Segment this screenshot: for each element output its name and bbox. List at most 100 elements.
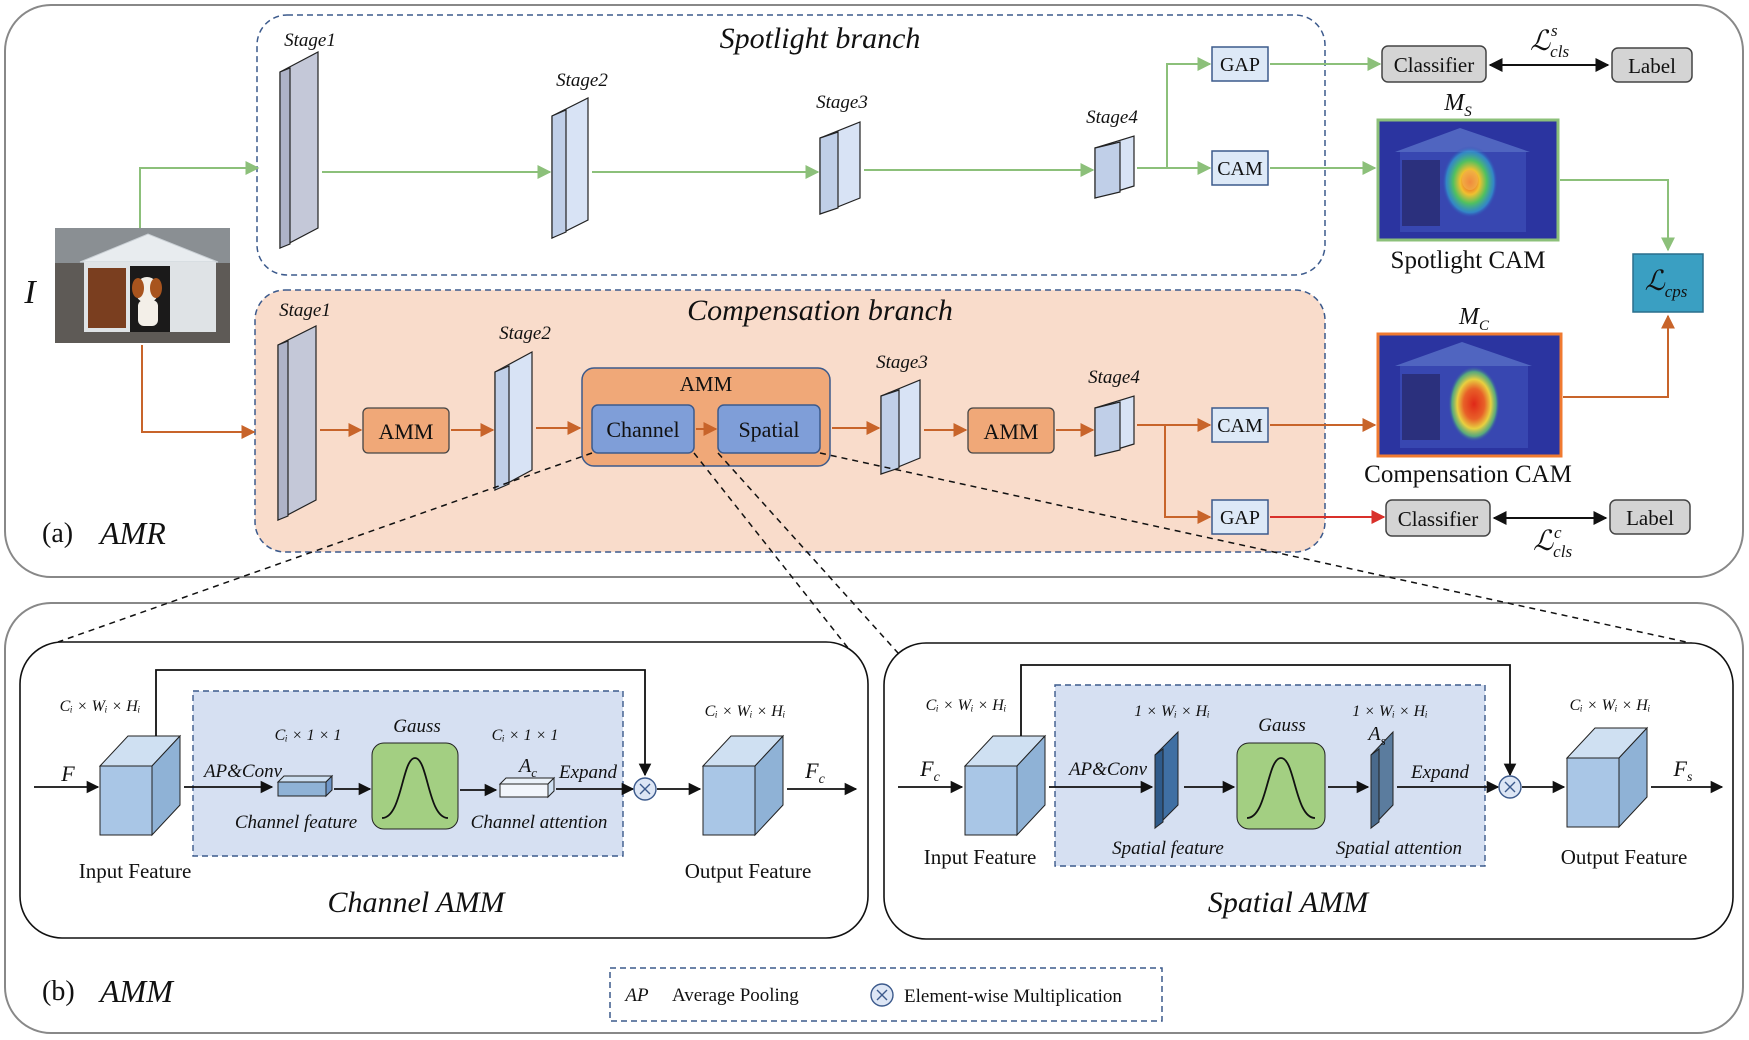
spatial-amm-title: Spatial AMM — [1208, 886, 1370, 919]
channel-input-label: Input Feature — [79, 859, 192, 883]
lcps-box — [1632, 253, 1704, 313]
spatial-gauss-box — [1236, 742, 1326, 830]
spotlight-map-symbol: MS — [1443, 90, 1472, 120]
lcps-symbol: ℒcps — [1645, 266, 1688, 301]
compensation-cam-label: CAM — [1217, 415, 1263, 437]
spatial-output-dim: Cᵢ × Wᵢ × Hᵢ — [1570, 697, 1651, 714]
channel-output-label: Output Feature — [685, 859, 812, 883]
spotlight-stage2-block — [551, 97, 589, 239]
compensation-gap-label: GAP — [1220, 507, 1260, 529]
spotlight-gap-label: GAP — [1220, 54, 1260, 76]
panel-a-letter: (a) — [42, 518, 73, 549]
spatial-op-label: AP&Conv — [1067, 759, 1148, 780]
channel-attention-dim: Cᵢ × 1 × 1 — [492, 727, 559, 744]
spotlight-gap-box — [1211, 46, 1269, 82]
channel-output-cube — [701, 734, 785, 837]
channel-output-dim: Cᵢ × Wᵢ × Hᵢ — [705, 703, 786, 720]
spotlight-cam-box — [1211, 150, 1269, 186]
spotlight-label-box — [1611, 47, 1693, 83]
compensation-cam-box — [1211, 407, 1269, 443]
spatial-attention-var: As — [1366, 723, 1385, 748]
spatial-feature-slab — [1154, 730, 1179, 830]
channel-block — [591, 404, 695, 454]
compensation-stage1-block — [277, 325, 317, 521]
channel-output-var: Fc — [804, 758, 825, 787]
spotlight-loss-sup: s — [1551, 21, 1558, 40]
spatial-block — [717, 404, 821, 454]
spotlight-stage1-block — [279, 51, 319, 249]
channel-feature-dim: Cᵢ × 1 × 1 — [275, 727, 342, 744]
zoom-line-spatial-right — [819, 452, 1701, 646]
spotlight-branch-box — [256, 14, 1326, 276]
legend-ap-text: Average Pooling — [672, 985, 799, 1006]
compensation-cam-image — [1376, 332, 1563, 458]
panel-a-name: AMR — [98, 515, 166, 551]
compensation-classifier-box — [1385, 499, 1491, 537]
compensation-amm-label-2: AMM — [983, 419, 1038, 444]
channel-input-cube — [98, 734, 182, 837]
zoom-line-spatial-left — [717, 452, 899, 654]
spotlight-branch-title: Spotlight branch — [720, 22, 921, 55]
comp-arrow-to-gap — [1164, 425, 1212, 524]
spatial-block-label: Spatial — [738, 417, 799, 442]
legend-ap-abbr: AP — [623, 985, 649, 1006]
channel-feature-bar — [276, 774, 334, 798]
spotlight-stage4-label: Stage4 — [1086, 107, 1138, 128]
panel-b-name: AMM — [98, 973, 175, 1009]
channel-input-dim: Cᵢ × Wᵢ × Hᵢ — [60, 698, 141, 715]
input-label: I — [23, 274, 37, 311]
spatial-attention-slab — [1370, 730, 1394, 830]
spatial-output-cube — [1565, 726, 1649, 829]
compensation-stage1-label: Stage1 — [279, 300, 331, 321]
compensation-label-box — [1609, 499, 1691, 535]
spotlight-stage3-label: Stage3 — [816, 92, 868, 113]
spotlight-stage3-block — [819, 121, 861, 215]
compensation-stage3-block — [880, 379, 921, 475]
channel-multiply-icon — [633, 777, 657, 801]
compensation-stage4-label: Stage4 — [1088, 367, 1140, 388]
spatial-skip-connection — [1020, 664, 1517, 777]
spotlight-stage4-block — [1094, 135, 1135, 199]
compensation-amm-module-label: AMM — [680, 372, 733, 396]
spatial-input-dim: Cᵢ × Wᵢ × Hᵢ — [926, 697, 1007, 714]
channel-amm-title: Channel AMM — [328, 886, 507, 919]
spotlight-label-text: Label — [1628, 54, 1676, 78]
spotlight-map-to-lcps-arrow — [1560, 179, 1675, 252]
spatial-attention-dim: 1 × Wᵢ × Hᵢ — [1352, 703, 1428, 720]
compensation-loss-sup: c — [1554, 523, 1562, 542]
channel-gauss-label: Gauss — [393, 716, 441, 737]
compensation-map-symbol: MC — [1458, 304, 1490, 334]
spotlight-classifier-box — [1381, 45, 1487, 83]
spotlight-loss: ℒcls — [1530, 26, 1569, 61]
spotlight-cam-label: CAM — [1217, 158, 1263, 180]
legend-multiply-icon — [870, 983, 894, 1007]
channel-block-label: Channel — [606, 417, 679, 442]
spotlight-cam-image — [1376, 118, 1560, 242]
compensation-cam-caption: Compensation CAM — [1364, 461, 1572, 488]
channel-input-var: F — [60, 761, 75, 786]
compensation-stage4-block — [1094, 395, 1135, 457]
spotlight-classifier-label: Classifier — [1394, 53, 1474, 77]
spatial-input-var: Fc — [919, 756, 940, 785]
input-to-compensation-arrow — [141, 345, 256, 439]
zoom-line-channel-right — [693, 452, 853, 654]
channel-attention-var: Ac — [517, 755, 537, 780]
compensation-label-text: Label — [1626, 506, 1674, 530]
spotlight-stage1-label: Stage1 — [284, 30, 336, 51]
compensation-branch-title: Compensation branch — [687, 294, 953, 327]
spotlight-stage2-label: Stage2 — [556, 70, 608, 91]
compensation-stage2-block — [494, 350, 533, 492]
channel-attention-label: Channel attention — [471, 812, 608, 833]
legend-mult-text: Element-wise Multiplication — [904, 986, 1122, 1007]
spatial-feature-dim: 1 × Wᵢ × Hᵢ — [1134, 703, 1210, 720]
spatial-attention-label: Spatial attention — [1336, 838, 1462, 859]
panel-b-letter: (b) — [42, 976, 75, 1007]
spatial-input-label: Input Feature — [924, 845, 1037, 869]
spatial-gauss-label: Gauss — [1258, 715, 1306, 736]
channel-expand-label: Expand — [558, 762, 618, 783]
channel-op-label: AP&Conv — [202, 761, 283, 782]
spatial-input-cube — [963, 734, 1047, 837]
spatial-feature-label: Spatial feature — [1112, 838, 1224, 859]
input-image — [55, 228, 230, 343]
